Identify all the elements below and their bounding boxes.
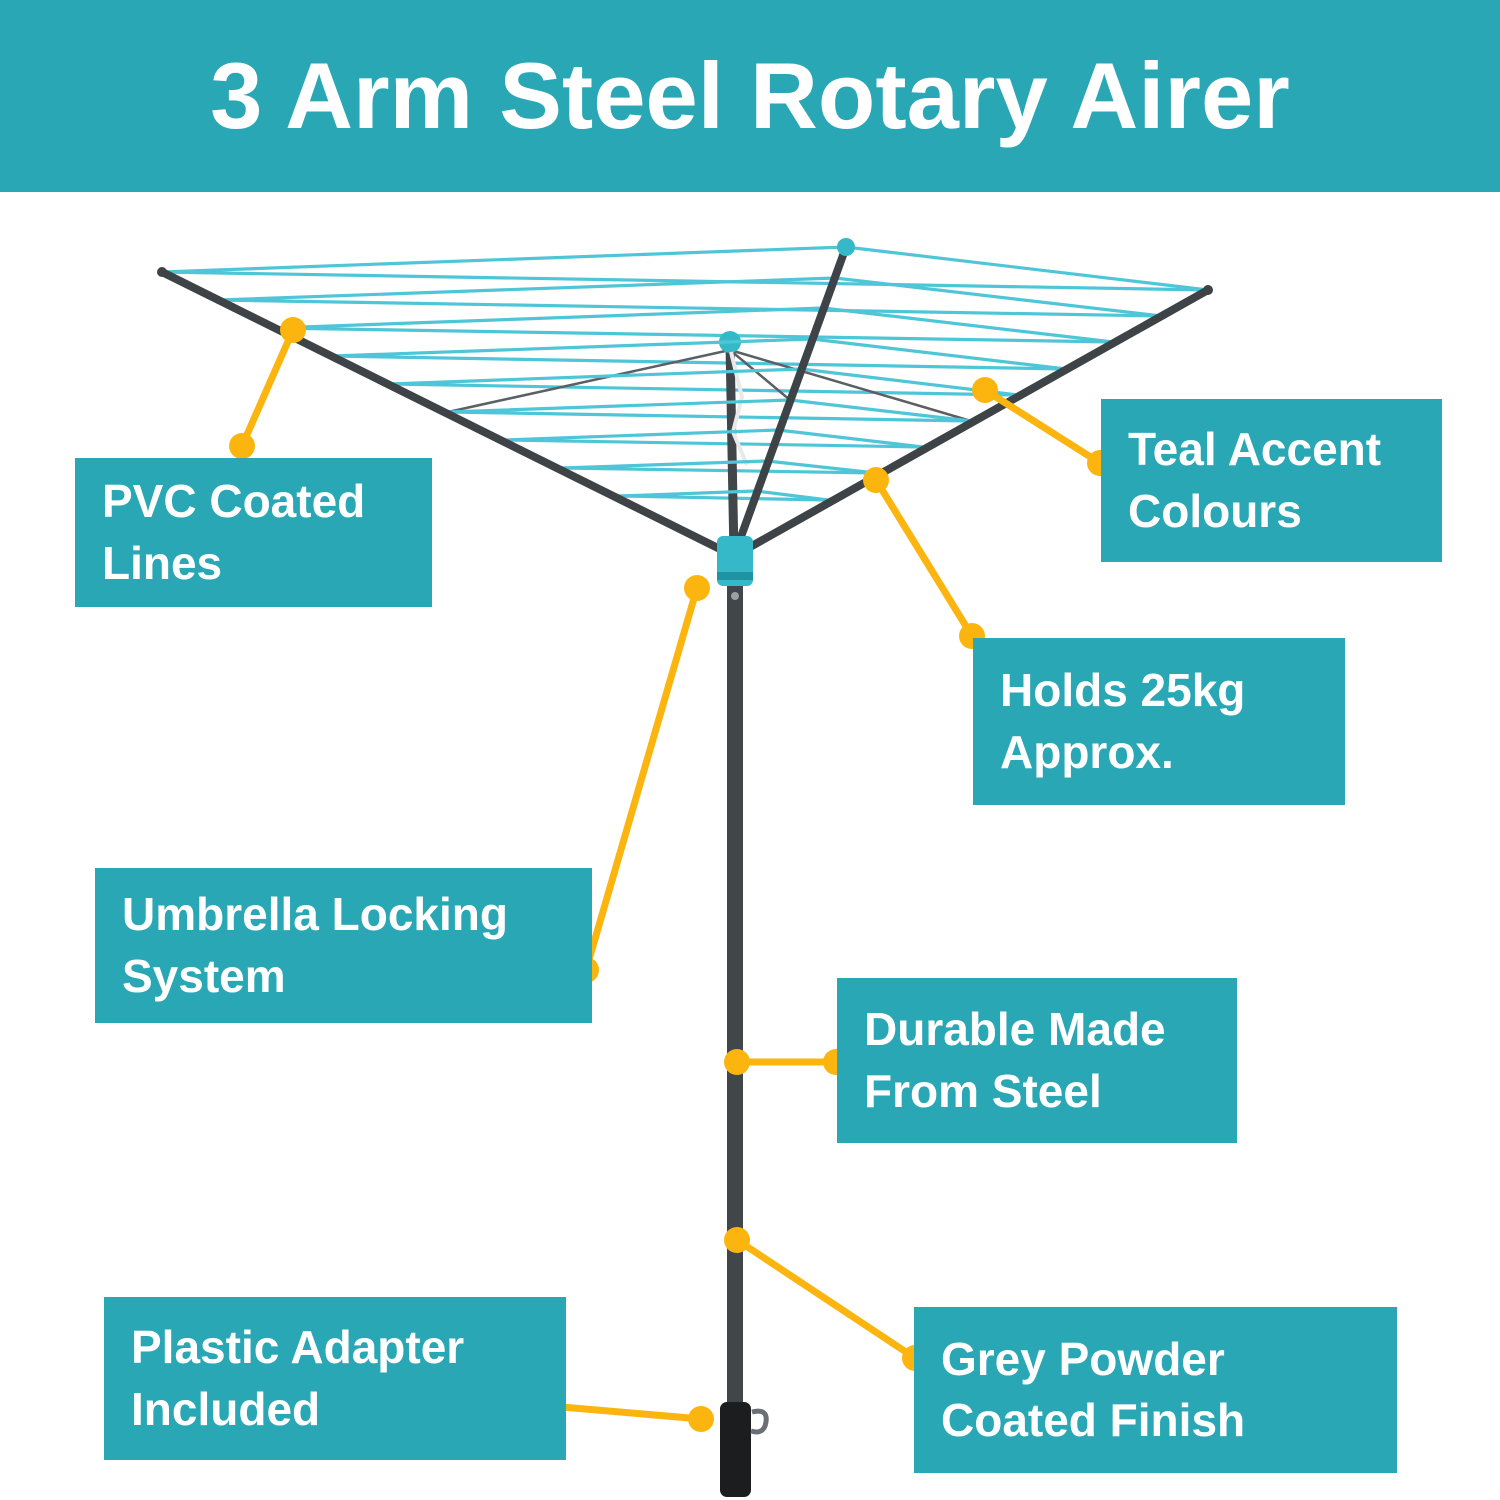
connector-umbrella-locking	[573, 575, 710, 983]
callout-text: Included	[131, 1382, 321, 1435]
callout-text: Durable Made	[864, 1003, 1166, 1056]
callout-plastic-adapter: Plastic Adapter Included	[104, 1297, 566, 1460]
connector-pvc-coated-lines	[229, 317, 306, 459]
arm-tip-cap-right	[1203, 285, 1213, 295]
callout-holds-25kg: Holds 25kg Approx.	[973, 638, 1345, 805]
arm-tip-cap-left	[157, 267, 167, 277]
callout-pvc-coated-lines: PVC Coated Lines	[75, 458, 432, 607]
callout-text: Approx.	[1000, 725, 1174, 778]
support-struts	[447, 348, 972, 423]
callout-text: Teal Accent	[1128, 423, 1382, 476]
pull-cord	[729, 351, 749, 466]
callout-umbrella-locking: Umbrella Locking System	[95, 868, 592, 1023]
connector-durable-steel	[724, 1049, 849, 1075]
callout-teal-accent-colours: Teal Accent Colours	[1101, 399, 1442, 562]
callout-durable-steel: Durable Made From Steel	[837, 978, 1237, 1143]
connector-holds-25kg	[863, 467, 985, 649]
arm-tip-cap-centre	[837, 238, 855, 256]
callout-connectors	[229, 317, 1113, 1432]
callout-grey-powder-finish: Grey Powder Coated Finish	[914, 1307, 1397, 1473]
airer-pole-upper	[725, 344, 739, 557]
callout-text: System	[122, 949, 286, 1002]
airer-arms	[158, 243, 1212, 560]
callout-text: Coated Finish	[941, 1394, 1246, 1446]
callout-text: Plastic Adapter	[131, 1321, 465, 1374]
clothes-lines-back	[160, 270, 1210, 502]
page-title: 3 Arm Steel Rotary Airer	[210, 43, 1290, 148]
clothes-lines-front-right	[754, 245, 1210, 502]
callout-text: Umbrella Locking	[122, 888, 508, 941]
ground-adapter	[720, 1402, 751, 1497]
title-banner: 3 Arm Steel Rotary Airer	[0, 0, 1500, 192]
connector-teal-accent	[972, 377, 1113, 476]
clothes-lines-front-left	[160, 245, 848, 498]
callout-text: From Steel	[864, 1064, 1102, 1117]
connector-grey-powder	[724, 1227, 928, 1371]
callout-text: PVC Coated	[102, 475, 366, 528]
callout-text: Holds 25kg	[1000, 664, 1246, 717]
callout-text: Lines	[102, 536, 223, 589]
locking-collar-band	[717, 572, 753, 580]
adapter-hook	[750, 1408, 769, 1435]
collar-screw	[731, 592, 739, 600]
callout-text: Colours	[1128, 484, 1302, 537]
callout-text: Grey Powder	[941, 1332, 1225, 1385]
